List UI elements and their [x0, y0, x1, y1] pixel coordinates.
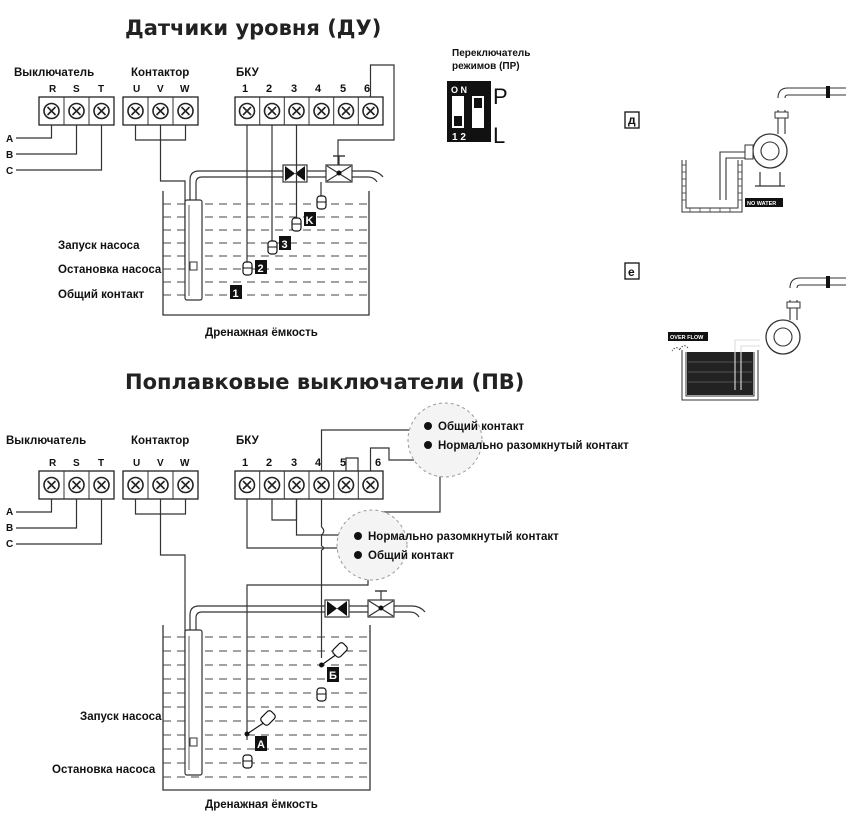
s1-contactor-label: Контактор — [131, 67, 189, 79]
s1-bku-block — [234, 96, 384, 126]
s2-term-s: S — [73, 458, 80, 469]
s2-term-w: W — [180, 458, 190, 469]
s1-term-s: S — [73, 84, 80, 95]
s2-bubble2-no: Нормально разомкнутый контакт — [368, 531, 559, 543]
s1-common-contact-label: Общий контакт — [58, 289, 144, 301]
s1-term-t: T — [98, 84, 104, 95]
s2-bku-6: 6 — [375, 457, 381, 469]
s1-check-valve-icon — [282, 164, 308, 183]
mode-switch-label1: Переключатель — [452, 48, 530, 59]
s1-sensor-2: 2 — [255, 240, 278, 275]
s1-pump-start-label: Запуск насоса — [58, 240, 140, 252]
svg-text:Б: Б — [329, 670, 337, 682]
s2-bubble1-common: Общий контакт — [438, 421, 524, 433]
s2-term-u: U — [133, 458, 140, 469]
s2-contactor-block — [122, 470, 199, 500]
s1-phase-b: B — [6, 150, 13, 161]
s1-sensor-k: K — [304, 182, 327, 227]
s2-bku-block — [234, 470, 384, 500]
s1-bku-4: 4 — [315, 83, 322, 95]
side-e-label: е — [624, 262, 640, 280]
s1-term-u: U — [133, 84, 140, 95]
s1-bku-label: БКУ — [236, 67, 260, 79]
svg-text:K: K — [306, 215, 314, 227]
s2-bubble-1 — [407, 402, 483, 478]
s2-tank-label: Дренажная ёмкость — [205, 799, 318, 811]
s2-pump-start-label: Запуск насоса — [80, 711, 162, 723]
section2-title: Поплавковые выключатели (ПВ) — [125, 370, 524, 394]
s1-sensor-3: 3 — [279, 217, 302, 251]
s2-bku-4: 4 — [315, 457, 322, 469]
s2-switch-label: Выключатель — [6, 435, 86, 447]
s2-phase-b: B — [6, 523, 13, 534]
side-pump-dry-icon: NO WATER — [681, 86, 846, 213]
svg-text:д: д — [628, 113, 636, 127]
s1-submersible-pump-icon — [184, 199, 203, 301]
s1-gate-valve-icon — [325, 155, 353, 183]
s2-pump-stop-label: Остановка насоса — [52, 764, 156, 776]
svg-text:NO WATER: NO WATER — [747, 201, 776, 207]
s1-phase-a: A — [6, 134, 13, 145]
s2-submersible-pump-icon — [184, 629, 203, 776]
side-pump-overflow-icon: OVER FLOW — [668, 276, 846, 401]
s2-bku-3: 3 — [291, 457, 297, 469]
s2-bku-5: 5 — [340, 457, 346, 469]
svg-text:2: 2 — [258, 263, 264, 275]
s2-bubble1-no: Нормально разомкнутый контакт — [438, 440, 629, 452]
svg-text:1 2: 1 2 — [452, 132, 466, 143]
s1-pump-stop-label: Остановка насоса — [58, 264, 162, 276]
side-d-label: д — [624, 111, 640, 129]
s2-contactor-label: Контактор — [131, 435, 189, 447]
s2-switch-block — [38, 470, 115, 500]
svg-text:OVER FLOW: OVER FLOW — [670, 335, 704, 341]
s1-term-w: W — [180, 84, 190, 95]
s1-contactor-block — [122, 96, 199, 126]
s2-term-v: V — [157, 458, 164, 469]
s2-phase-c: C — [6, 539, 13, 550]
s1-bku-1: 1 — [242, 83, 248, 95]
svg-text:1: 1 — [233, 288, 239, 300]
s1-bku-3: 3 — [291, 83, 297, 95]
s2-bku-2: 2 — [266, 457, 272, 469]
s2-bku-1: 1 — [242, 457, 248, 469]
mode-l: L — [493, 123, 505, 148]
s1-term-r: R — [49, 84, 57, 95]
s1-phase-c: C — [6, 166, 13, 177]
mode-p: P — [493, 84, 508, 109]
svg-text:O N: O N — [451, 85, 467, 95]
svg-text:е: е — [628, 265, 635, 279]
s2-check-valve-icon — [324, 599, 350, 618]
s2-phase-a: A — [6, 507, 13, 518]
s2-gate-valve-icon — [367, 590, 395, 618]
s1-term-v: V — [157, 84, 164, 95]
mode-switch: O N 1 2 — [447, 81, 491, 143]
s2-term-t: T — [98, 458, 104, 469]
s1-switch-block — [38, 96, 115, 126]
s1-bku-6: 6 — [364, 83, 370, 95]
s1-bku-5: 5 — [340, 83, 346, 95]
s2-float-b: Б — [316, 642, 348, 702]
svg-text:А: А — [257, 739, 265, 751]
s2-term-r: R — [49, 458, 57, 469]
s2-bubble2-common: Общий контакт — [368, 550, 454, 562]
s1-bku-2: 2 — [266, 83, 272, 95]
s2-bku-label: БКУ — [236, 435, 260, 447]
svg-text:3: 3 — [282, 239, 288, 251]
s1-switch-label: Выключатель — [14, 67, 94, 79]
s2-float-a: А — [242, 710, 276, 769]
s2-bubble-2 — [336, 509, 408, 581]
section1-title: Датчики уровня (ДУ) — [125, 16, 381, 40]
s1-tank-label: Дренажная ёмкость — [205, 327, 318, 339]
mode-switch-label2: режимов (ПР) — [452, 61, 520, 72]
s1-sensor-1: 1 — [230, 261, 253, 300]
